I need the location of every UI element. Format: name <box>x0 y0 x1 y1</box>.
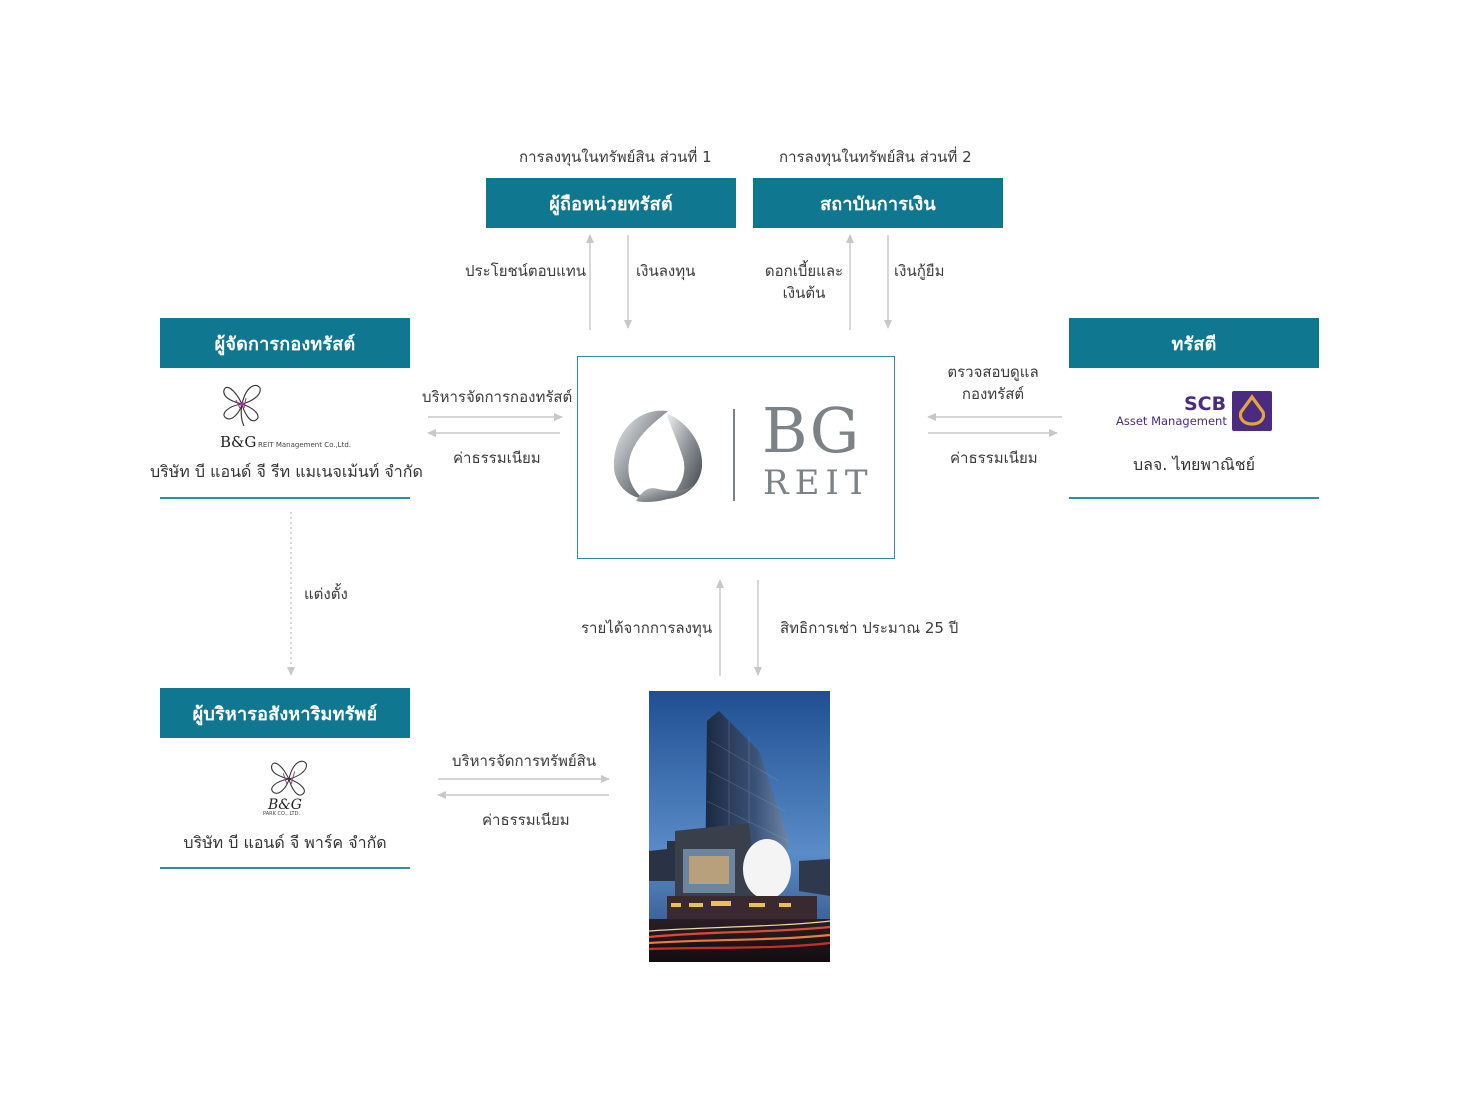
orchid-park-logo-icon <box>271 760 307 796</box>
manage-assets-label: บริหารจัดการทรัพย์สิน <box>452 752 597 770</box>
reit-manager-logo-sub: REIT Management Co.,Ltd. <box>258 441 351 449</box>
trustee-company-name: บลจ. ไทยพาณิชย์ <box>1132 455 1256 474</box>
reit-manager-company-name: บริษัท บี แอนด์ จี รีท แมเนจเม้นท์ จำกัด <box>150 462 423 481</box>
building-photo <box>649 691 830 962</box>
scb-logo-main: SCB <box>1184 393 1227 415</box>
fee-left-label: ค่าธรรมเนียม <box>453 449 541 467</box>
appoint-label: แต่งตั้ง <box>304 585 348 603</box>
logo-word-reit: REIT <box>763 463 874 503</box>
manage-trust-label: บริหารจัดการกองทรัสต์ <box>422 388 573 406</box>
benefits-label: ประโยชน์ตอบแทน <box>465 262 586 280</box>
fee-bottom-label: ค่าธรรมเนียม <box>482 811 570 829</box>
trustee-rule <box>1069 497 1319 499</box>
triangular-swirl-logo-icon <box>613 410 703 503</box>
logo-divider <box>733 409 735 501</box>
reit-manager-box: ผู้จัดการกองทรัสต์ <box>160 318 410 368</box>
reit-manager-rule <box>160 497 410 499</box>
unitholders-box: ผู้ถือหน่วยทรัสต์ <box>486 178 736 228</box>
investment-income-label: รายได้จากการลงทุน <box>581 619 713 637</box>
scb-logo-sub: Asset Management <box>1116 414 1227 428</box>
trustee-box: ทรัสตี <box>1069 318 1319 368</box>
property-manager-logo-text: B&G <box>268 797 302 813</box>
property-manager-box: ผู้บริหารอสังหาริมทรัพย์ <box>160 688 410 738</box>
monitor-label: ตรวจสอบดูแลกองทรัสต์ <box>947 363 1039 403</box>
financial-institution-box: สถาบันการเงิน <box>753 178 1003 228</box>
investment-part2-caption: การลงทุนในทรัพย์สิน ส่วนที่ 2 <box>779 148 972 166</box>
reit-manager-logo-text: B&G <box>220 433 257 451</box>
interest-label: ดอกเบี้ยและเงินต้น <box>764 262 844 302</box>
loan-label: เงินกู้ยืม <box>894 262 945 280</box>
property-manager-logo-sub: PARK CO., LTD. <box>263 811 301 817</box>
orchid-logo-icon <box>223 384 261 427</box>
bg-reit-center-box: BG REIT <box>577 356 895 559</box>
investment-part1-caption: การลงทุนในทรัพย์สิน ส่วนที่ 1 <box>519 148 712 166</box>
property-manager-company-name: บริษัท บี แอนด์ จี พาร์ค จำกัด <box>183 833 387 852</box>
lease-rights-label: สิทธิการเช่า ประมาณ 25 ปี <box>780 619 959 637</box>
investment-label: เงินลงทุน <box>636 262 696 280</box>
fee-right-label: ค่าธรรมเนียม <box>950 449 1038 467</box>
logo-word-bg: BG <box>762 394 861 467</box>
scb-emblem-icon <box>1232 391 1272 431</box>
property-manager-rule <box>160 867 410 869</box>
